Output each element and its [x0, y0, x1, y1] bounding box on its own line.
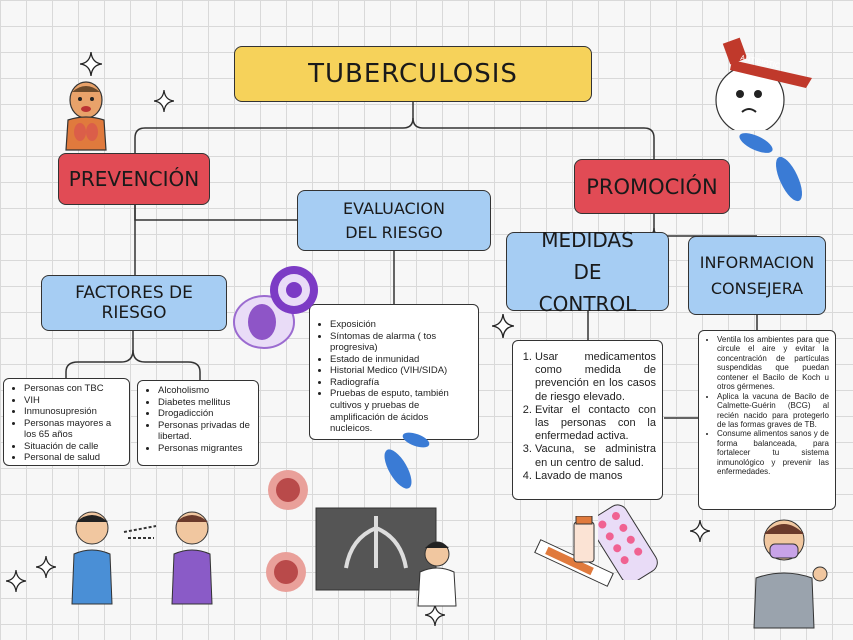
bacteria-icon: [739, 133, 773, 153]
vaccine-vial-icon: [573, 516, 595, 563]
list-item: Ventila los ambientes para que circule e…: [717, 335, 829, 392]
list-item: Personas con TBC: [24, 383, 123, 395]
prevencion-box: PREVENCIÓN: [58, 153, 210, 205]
list-item: Pruebas de esputo, también cultivos y pr…: [330, 388, 472, 434]
sparkle-icon: [425, 604, 445, 626]
list-item: Estado de inmunidad: [330, 354, 472, 366]
chest-xray-icon: [266, 470, 437, 592]
antibiotic-sticker-icon: [715, 37, 812, 130]
masked-person-icon: [753, 519, 828, 629]
list-item: Lavado de manos: [535, 470, 656, 483]
list-item: Usar medicamentos como medida de prevenc…: [535, 351, 656, 404]
sick-person-icon: [65, 81, 107, 151]
list-item: Personas privadas de libertad.: [158, 420, 252, 443]
bacteria-icon: [775, 156, 803, 202]
cell-icon: [233, 266, 318, 349]
list-item: Situación de calle: [24, 441, 123, 453]
bacteria-icon: [384, 449, 412, 489]
promocion-label: PROMOCIÓN: [586, 174, 718, 199]
sparkle-icon: [36, 556, 56, 578]
bacteria-icon: [402, 432, 430, 448]
pills-blister-icon: [598, 504, 658, 580]
list-item: Síntomas de alarma ( tos progresiva): [330, 331, 472, 354]
list-item: Diabetes mellitus: [158, 397, 252, 409]
evaluacion-list: Exposición Síntomas de alarma ( tos prog…: [309, 304, 479, 440]
factores-list-2: Alcoholismo Diabetes mellitus Drogadicci…: [137, 380, 259, 466]
list-item: Personal de salud: [24, 452, 123, 464]
sparkle-icon: [6, 570, 26, 592]
factores-label: FACTORES DE RIESGO: [75, 283, 193, 323]
list-item: VIH: [24, 395, 123, 407]
informacion-label: INFORMACION CONSEJERA: [699, 252, 815, 298]
list-item: Consume alimentos sanos y de forma balan…: [717, 429, 829, 476]
list-item: Personas migrantes: [158, 443, 252, 455]
informacion-list: Ventila los ambientes para que circule e…: [698, 330, 836, 510]
list-item: Vacuna, se administra en un centro de sa…: [535, 443, 656, 469]
medidas-list: Usar medicamentos como medida de prevenc…: [512, 340, 663, 500]
coughing-people-icon: [71, 511, 213, 605]
list-item: Alcoholismo: [158, 385, 252, 397]
list-item: Historial Medico (VIH/SIDA): [330, 365, 472, 377]
list-item: Aplica la vacuna de Bacilo de Calmette-G…: [717, 392, 829, 430]
doctor-icon: [417, 541, 457, 607]
title-box: TUBERCULOSIS: [234, 46, 592, 102]
list-item: Radiografía: [330, 377, 472, 389]
list-item: Inmunosupresión: [24, 406, 123, 418]
list-item: Personas mayores a los 65 años: [24, 418, 123, 441]
factores-list-1: Personas con TBC VIH Inmunosupresión Per…: [3, 378, 130, 466]
list-item: Drogadicción: [158, 408, 252, 420]
informacion-box: INFORMACION CONSEJERA: [688, 236, 826, 315]
evaluacion-box: EVALUACION DEL RIESGO: [297, 190, 491, 251]
promocion-box: PROMOCIÓN: [574, 159, 730, 214]
list-item: Exposición: [330, 319, 472, 331]
sparkle-icon: [690, 520, 710, 542]
sparkle-icon: [80, 52, 102, 76]
sparkle-icon: [154, 90, 174, 112]
prevencion-label: PREVENCIÓN: [68, 167, 200, 191]
evaluacion-label: EVALUACION DEL RIESGO: [343, 198, 445, 242]
factores-box: FACTORES DE RIESGO: [41, 275, 227, 331]
sparkle-icon: [492, 314, 514, 338]
list-item: Evitar el contacto con las personas con …: [535, 404, 656, 444]
medidas-box: MEDIDAS DE CONTROL: [506, 228, 669, 316]
medidas-label: MEDIDAS DE CONTROL: [538, 227, 637, 316]
title-text: TUBERCULOSIS: [308, 59, 518, 89]
